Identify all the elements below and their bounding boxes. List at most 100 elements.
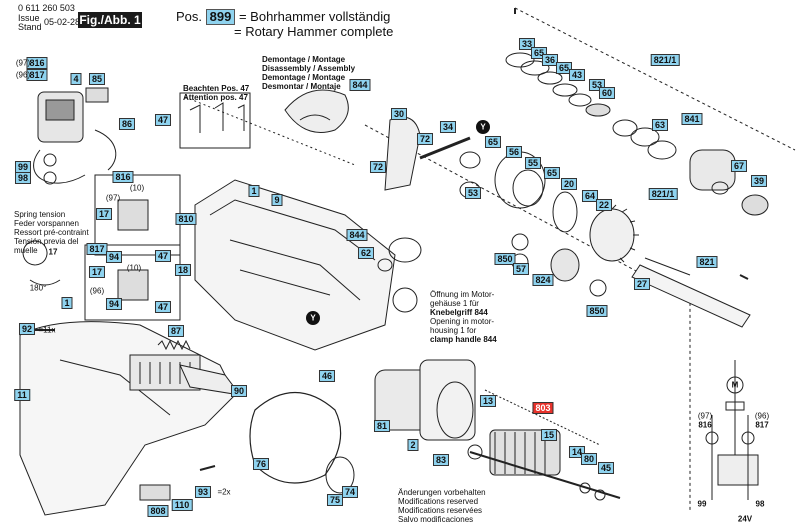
figure-label: Fig./Abb. 1	[78, 12, 142, 28]
part-label-17[interactable]: 17	[95, 208, 113, 220]
motor-symbol: M	[731, 380, 739, 390]
part-label-90[interactable]: 90	[230, 385, 248, 397]
part-label-817[interactable]: 817	[26, 69, 48, 81]
anno-24v: 24V	[737, 514, 753, 524]
part-label-55[interactable]: 55	[524, 157, 542, 169]
part-label-74[interactable]: 74	[341, 486, 359, 498]
stand-label: Stand	[18, 22, 42, 32]
part-label-816-b[interactable]: 816	[112, 171, 134, 183]
part-label-4[interactable]: 4	[70, 73, 82, 85]
part-label-85[interactable]: 85	[88, 73, 106, 85]
part-label-93[interactable]: 93	[194, 486, 212, 498]
anno-817: 817	[755, 420, 769, 430]
anno-17: 17	[48, 247, 58, 257]
part-label-17-b[interactable]: 17	[88, 266, 106, 278]
part-label-110[interactable]: 110	[171, 499, 193, 511]
part-label-817-b[interactable]: 817	[86, 243, 108, 255]
part-label-11[interactable]: 11	[14, 389, 30, 401]
y-marker-b: Y	[310, 313, 316, 323]
part-label-15[interactable]: 15	[540, 429, 558, 441]
part-label-92[interactable]: 92	[18, 323, 36, 335]
y-marker: Y	[480, 122, 486, 132]
part-label-47-b[interactable]: 47	[154, 250, 172, 262]
part-label-57[interactable]: 57	[512, 263, 530, 275]
part-label-62[interactable]: 62	[357, 247, 375, 259]
part-label-83[interactable]: 83	[432, 454, 450, 466]
part-label-821-1-b[interactable]: 821/1	[648, 188, 678, 200]
part-label-81[interactable]: 81	[373, 420, 391, 432]
part-label-1-b[interactable]: 1	[61, 297, 73, 309]
title-en: = Rotary Hammer complete	[234, 24, 394, 39]
part-label-18[interactable]: 18	[174, 264, 192, 276]
part-label-841[interactable]: 841	[681, 113, 703, 125]
part-label-80[interactable]: 80	[580, 453, 598, 465]
part-label-816[interactable]: 816	[26, 57, 48, 69]
anno-98: 98	[755, 499, 765, 509]
part-label-86[interactable]: 86	[118, 118, 136, 130]
anno-180: 180°	[29, 283, 47, 293]
part-label-9[interactable]: 9	[271, 194, 283, 206]
issue-date: 05-02-28	[44, 17, 81, 27]
part-label-821-1[interactable]: 821/1	[650, 54, 680, 66]
part-label-56[interactable]: 56	[505, 146, 523, 158]
anno-2x: =2x	[217, 487, 231, 497]
part-label-65[interactable]: 65	[484, 136, 502, 148]
part-label-22[interactable]: 22	[595, 199, 613, 211]
part-label-72-b[interactable]: 72	[369, 161, 387, 173]
part-label-72[interactable]: 72	[416, 133, 434, 145]
part-label-64[interactable]: 64	[581, 190, 599, 202]
part-label-94[interactable]: 94	[105, 251, 123, 263]
part-label-810[interactable]: 810	[175, 213, 197, 225]
part-label-75[interactable]: 75	[326, 494, 344, 506]
note-opening: Öffnung im Motor-gehäuse 1 für Knebelgri…	[430, 290, 497, 344]
part-label-20[interactable]: 20	[560, 178, 578, 190]
part-label-47-c[interactable]: 47	[154, 301, 172, 313]
part-label-824[interactable]: 824	[532, 274, 554, 286]
part-label-808[interactable]: 808	[147, 505, 169, 517]
part-label-45[interactable]: 45	[597, 462, 615, 474]
part-label-27[interactable]: 27	[633, 278, 651, 290]
part-label-76[interactable]: 76	[252, 458, 270, 470]
part-label-821[interactable]: 821	[696, 256, 718, 268]
part-label-30[interactable]: 30	[390, 108, 408, 120]
part-label-63[interactable]: 63	[651, 119, 669, 131]
anno-96-c: (96)	[754, 411, 770, 421]
part-label-94-b[interactable]: 94	[105, 298, 123, 310]
part-label-2[interactable]: 2	[407, 439, 419, 451]
part-label-65-b[interactable]: 65	[543, 167, 561, 179]
part-label-844-b[interactable]: 844	[346, 229, 368, 241]
anno-97: (97)	[15, 58, 31, 68]
part-label-36[interactable]: 36	[541, 54, 559, 66]
anno-96-b: (96)	[89, 286, 105, 296]
part-label-53[interactable]: 53	[464, 187, 482, 199]
part-label-39[interactable]: 39	[750, 175, 768, 187]
part-label-844[interactable]: 844	[349, 79, 371, 91]
title-de: = Bohrhammer vollständig	[238, 9, 391, 24]
anno-11x: =11x	[38, 325, 56, 335]
pos-number[interactable]: 899	[205, 9, 236, 25]
anno-10-b: (10)	[126, 263, 142, 273]
part-label-1[interactable]: 1	[248, 185, 260, 197]
part-label-43[interactable]: 43	[568, 69, 586, 81]
part-label-87[interactable]: 87	[167, 325, 185, 337]
part-label-46[interactable]: 46	[318, 370, 336, 382]
anno-99: 99	[697, 499, 707, 509]
part-label-47[interactable]: 47	[154, 114, 172, 126]
part-label-803[interactable]: 803	[532, 402, 554, 414]
part-label-65-d[interactable]: 65	[555, 62, 573, 74]
part-label-850[interactable]: 850	[494, 253, 516, 265]
part-label-98[interactable]: 98	[14, 172, 32, 184]
part-label-850-b[interactable]: 850	[586, 305, 608, 317]
pos-prefix: Pos.	[176, 9, 203, 24]
part-label-13[interactable]: 13	[479, 395, 497, 407]
part-label-34[interactable]: 34	[439, 121, 457, 133]
anno-97-c: (97)	[697, 411, 713, 421]
part-label-67[interactable]: 67	[730, 160, 748, 172]
title: Pos. 899 = Bohrhammer vollständig = Rota…	[176, 9, 393, 39]
part-number: 0 611 260 503	[18, 3, 75, 13]
part-label-60[interactable]: 60	[598, 87, 616, 99]
anno-97-b: (97)	[105, 193, 121, 203]
